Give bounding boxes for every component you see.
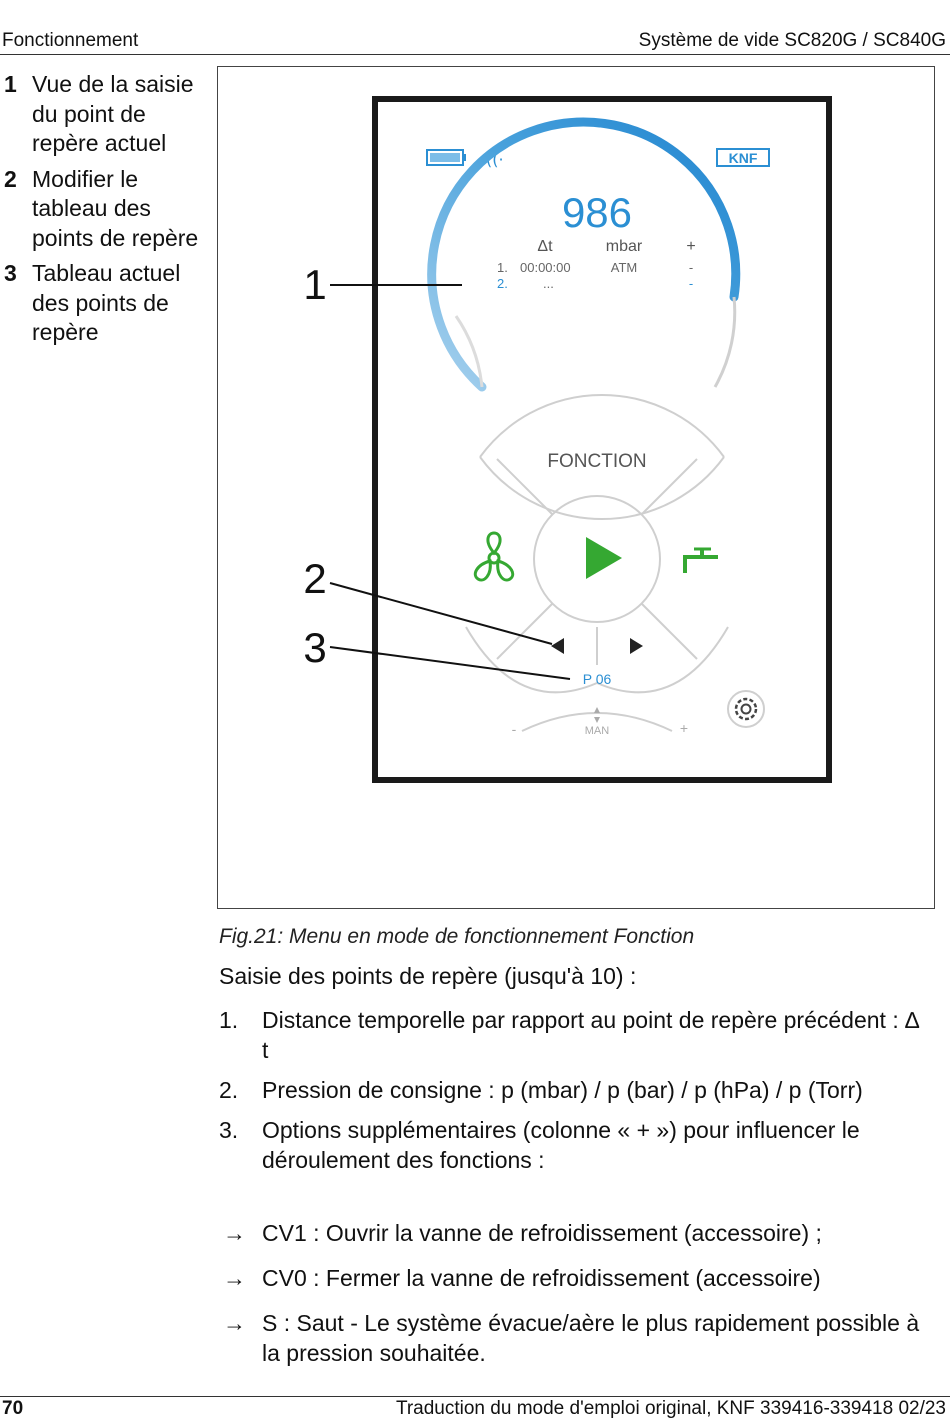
fan-icon[interactable] bbox=[473, 531, 515, 582]
column-unit: mbar bbox=[606, 238, 643, 255]
gauge-track bbox=[454, 315, 484, 388]
row-number: 1. bbox=[497, 260, 508, 275]
dial-divider bbox=[496, 603, 553, 660]
legend-item: 2 Modifier le tableau des points de repèr… bbox=[4, 165, 204, 254]
legend-text: Modifier le tableau des points de repère bbox=[32, 165, 199, 251]
footer-text: Traduction du mode d'emploi original, KN… bbox=[395, 1398, 946, 1419]
legend-item: 1 Vue de la saisie du point de repère act… bbox=[4, 70, 204, 159]
step-item: 1. Distance temporelle par rapport au poi… bbox=[219, 1005, 924, 1065]
tap-icon[interactable] bbox=[683, 547, 718, 573]
figure-legend: 1 Vue de la saisie du point de repère act… bbox=[4, 70, 204, 354]
program-label[interactable]: P 06 bbox=[583, 671, 612, 687]
step-text: Options supplémentaires (colonne « + ») … bbox=[262, 1117, 860, 1173]
row-plus: - bbox=[689, 276, 693, 291]
option-text: CV0 : Fermer la vanne de refroidissement… bbox=[262, 1265, 821, 1291]
legend-number: 3 bbox=[4, 260, 17, 286]
option-item: → S : Saut - Le système évacue/aère le pl… bbox=[219, 1308, 924, 1368]
dial-divider bbox=[641, 603, 698, 660]
setpoint-steps: 1. Distance temporelle par rapport au poi… bbox=[219, 1005, 924, 1185]
step-number: 2. bbox=[219, 1077, 239, 1103]
setpoint-row: 1. 00:00:00 ATM - bbox=[497, 260, 693, 275]
row-time: 00:00:00 bbox=[520, 260, 571, 275]
knf-logo: KNF bbox=[716, 148, 770, 167]
callout-3: 3 bbox=[303, 624, 326, 671]
setpoint-row-active[interactable]: 2. ... - bbox=[497, 276, 693, 291]
step-text: Distance temporelle par rapport au point… bbox=[262, 1007, 920, 1063]
option-item: → CV0 : Fermer la vanne de refroidissemen… bbox=[219, 1263, 924, 1293]
arrow-right-icon: → bbox=[223, 1310, 246, 1336]
page-number: 70 bbox=[2, 1398, 24, 1419]
arrow-right-icon: → bbox=[223, 1265, 246, 1291]
callout-1: 1 bbox=[303, 261, 326, 308]
intro-text: Saisie des points de repère (jusqu'à 10)… bbox=[219, 963, 637, 989]
row-time: ... bbox=[543, 276, 554, 291]
dial-divider bbox=[641, 458, 698, 515]
dial-outer-ring bbox=[479, 456, 725, 521]
manual-label: MAN bbox=[585, 725, 610, 737]
legend-number: 2 bbox=[4, 165, 17, 192]
slider-plus[interactable]: + bbox=[680, 720, 688, 736]
step-text: Pression de consigne : p (mbar) / p (bar… bbox=[262, 1077, 863, 1103]
figure-caption: Fig.21: Menu en mode de fonctionnement F… bbox=[219, 925, 695, 948]
legend-item: 3 Tableau actuel des points de repère bbox=[4, 259, 204, 348]
play-icon[interactable] bbox=[586, 537, 622, 579]
step-item: 2. Pression de consigne : p (mbar) / p (b… bbox=[219, 1075, 924, 1105]
legend-text: Vue de la saisie du point de repère actu… bbox=[32, 71, 194, 156]
function-label[interactable]: FONCTION bbox=[547, 451, 646, 472]
step-item: 3. Options supplémentaires (colonne « + »… bbox=[219, 1115, 924, 1175]
footer-divider bbox=[0, 1396, 950, 1397]
manual-slider[interactable] bbox=[521, 712, 673, 732]
dial-divider bbox=[496, 458, 553, 515]
knf-logo-text: KNF bbox=[729, 150, 758, 166]
step-number: 3. bbox=[219, 1117, 239, 1143]
callout-line-2 bbox=[329, 582, 553, 645]
option-text: CV1 : Ouvrir la vanne de refroidissement… bbox=[262, 1220, 822, 1246]
column-delta-t: Δt bbox=[537, 238, 553, 255]
header-divider bbox=[0, 54, 950, 55]
slider-up-icon bbox=[594, 707, 600, 713]
figure-frame: ((· KNF 986 Δt mbar + 1. 00:00:00 ATM - … bbox=[217, 66, 935, 909]
pressure-value: 986 bbox=[562, 189, 632, 236]
row-number: 2. bbox=[497, 276, 508, 291]
option-list: → CV1 : Ouvrir la vanne de refroidissemen… bbox=[219, 1218, 924, 1383]
row-value: ATM bbox=[611, 260, 637, 275]
option-item: → CV1 : Ouvrir la vanne de refroidissemen… bbox=[219, 1218, 924, 1248]
settings-gear-icon[interactable] bbox=[727, 690, 765, 728]
dial-top-segment[interactable] bbox=[479, 393, 725, 458]
header-section: Fonctionnement bbox=[2, 30, 139, 51]
legend-text: Tableau actuel des points de repère bbox=[32, 260, 181, 345]
gauge-track bbox=[713, 296, 737, 388]
slider-minus[interactable]: - bbox=[512, 721, 517, 737]
option-text: S : Saut - Le système évacue/aère le plu… bbox=[262, 1310, 920, 1366]
start-button-ring bbox=[533, 495, 661, 623]
device-screen-frame bbox=[372, 96, 832, 783]
slider-down-icon bbox=[594, 717, 600, 723]
column-plus: + bbox=[686, 238, 695, 255]
step-number: 1. bbox=[219, 1007, 239, 1033]
arrow-right-icon: → bbox=[223, 1220, 246, 1246]
callout-2: 2 bbox=[303, 555, 326, 602]
legend-number: 1 bbox=[4, 71, 17, 97]
device-illustration: ((· KNF 986 Δt mbar + 1. 00:00:00 ATM - … bbox=[303, 96, 832, 783]
next-arrow-icon[interactable] bbox=[630, 638, 643, 654]
header-product: Système de vide SC820G / SC840G bbox=[638, 30, 946, 51]
pressure-gauge-arc bbox=[427, 117, 741, 392]
row-plus: - bbox=[689, 260, 693, 275]
battery-icon bbox=[426, 149, 466, 166]
callout-line-3 bbox=[329, 646, 571, 680]
previous-arrow-icon[interactable] bbox=[551, 638, 564, 654]
